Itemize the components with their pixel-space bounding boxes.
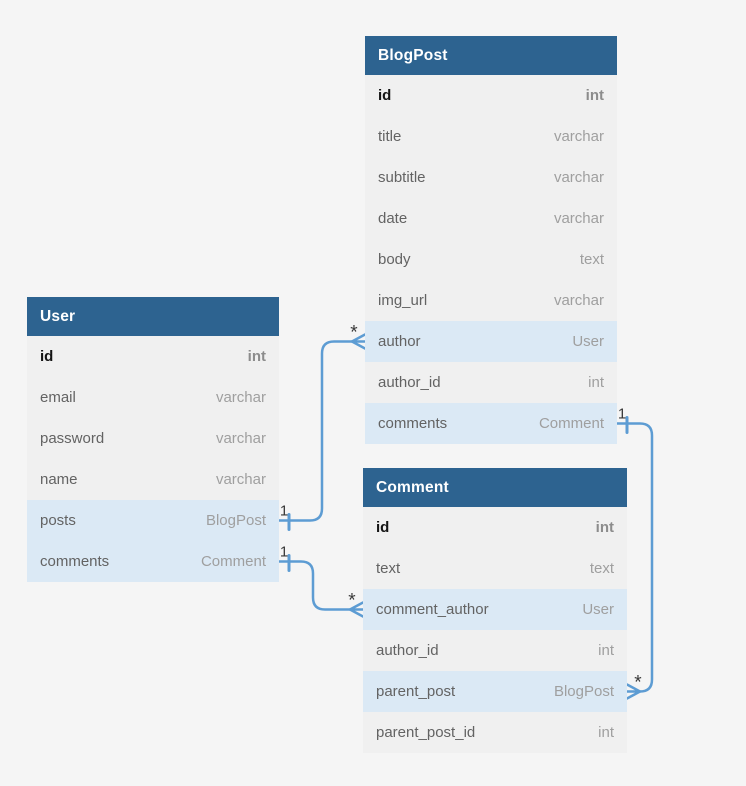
field-type: int [598,724,614,741]
table-row-comment-text[interactable]: text text [363,548,627,589]
field-type: varchar [553,210,604,227]
table-blogpost[interactable]: BlogPost id int title varchar subtitle varchar… [365,36,617,444]
field-type: Comment [538,415,604,432]
table-row-blogpost-author[interactable]: author User [365,321,617,362]
field-type: varchar [215,471,266,488]
relation-line[interactable] [279,340,352,522]
field-name: comment_author [376,601,489,618]
field-type: varchar [553,128,604,145]
table-row-user-password[interactable]: password varchar [27,418,279,459]
field-type: varchar [215,430,266,447]
field-type: Comment [200,553,266,570]
table-row-user-name[interactable]: name varchar [27,459,279,500]
table-row-user-email[interactable]: email varchar [27,377,279,418]
field-name: author [378,333,421,350]
field-name: id [40,348,54,365]
field-name: text [376,560,401,577]
cardinality-label-many: * [350,323,358,344]
field-name: title [378,128,402,145]
table-title-user[interactable]: User [27,297,279,336]
cardinality-label-one: 1 [618,406,626,423]
field-type: text [589,560,614,577]
field-name: date [378,210,408,227]
field-name: author_id [376,642,439,659]
field-type: User [572,333,604,350]
field-name: name [40,471,78,488]
field-type: varchar [553,292,604,309]
table-row-blogpost-author_id[interactable]: author_id int [365,362,617,403]
field-type: BlogPost [553,683,614,700]
field-type: int [585,87,604,104]
table-row-user-posts[interactable]: posts BlogPost [27,500,279,541]
field-name: subtitle [378,169,426,186]
table-row-comment-id[interactable]: id int [363,507,627,548]
table-title-blogpost[interactable]: BlogPost [365,36,617,75]
field-name: email [40,389,76,406]
many-crowfoot-icon [348,601,365,618]
table-row-user-comments[interactable]: comments Comment [27,541,279,582]
table-comment[interactable]: Comment id int text text comment_author User au… [363,468,627,753]
field-type: text [579,251,604,268]
field-name: img_url [378,292,428,309]
table-row-comment-parent_post[interactable]: parent_post BlogPost [363,671,627,712]
field-name: parent_post_id [376,724,476,741]
field-name: author_id [378,374,441,391]
table-row-blogpost-comments[interactable]: comments Comment [365,403,617,444]
field-name: parent_post [376,683,456,700]
table-row-blogpost-date[interactable]: date varchar [365,198,617,239]
relation-line[interactable] [279,560,350,611]
field-name: id [376,519,390,536]
cardinality-label-many: * [348,591,356,612]
cardinality-label-one: 1 [280,544,288,561]
table-row-blogpost-body[interactable]: body text [365,239,617,280]
field-type: varchar [215,389,266,406]
field-type: int [598,642,614,659]
many-crowfoot-icon [625,683,642,700]
many-crowfoot-icon [350,333,367,350]
field-type: int [247,348,266,365]
field-name: comments [40,553,110,570]
table-row-user-id[interactable]: id int [27,336,279,377]
field-type: int [595,519,614,536]
field-type: BlogPost [205,512,266,529]
cardinality-label-one: 1 [280,503,288,520]
field-name: comments [378,415,448,432]
table-row-blogpost-img_url[interactable]: img_url varchar [365,280,617,321]
field-type: varchar [553,169,604,186]
table-title-comment[interactable]: Comment [363,468,627,507]
table-row-comment-comment_author[interactable]: comment_author User [363,589,627,630]
field-name: posts [40,512,76,529]
field-name: password [40,430,105,447]
field-type: int [588,374,604,391]
table-row-blogpost-id[interactable]: id int [365,75,617,116]
table-row-blogpost-subtitle[interactable]: subtitle varchar [365,157,617,198]
cardinality-label-many: * [634,673,642,694]
field-type: User [582,601,614,618]
table-row-comment-author_id[interactable]: author_id int [363,630,627,671]
table-row-comment-parent_post_id[interactable]: parent_post_id int [363,712,627,753]
field-name: id [378,87,392,104]
table-row-blogpost-title[interactable]: title varchar [365,116,617,157]
field-name: body [378,251,411,268]
